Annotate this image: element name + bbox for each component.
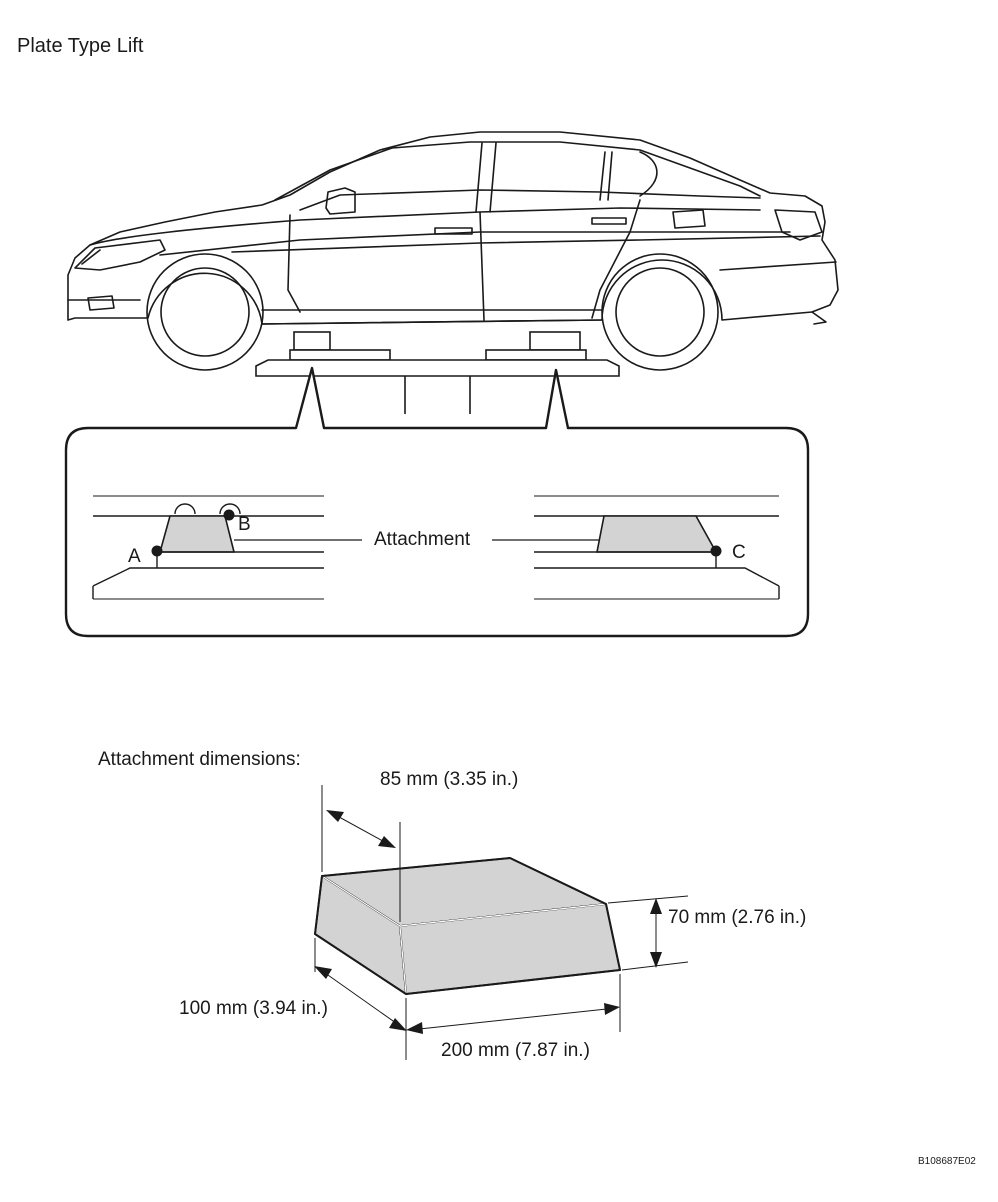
figure-code: B108687E02 [918,1156,976,1167]
left-detail [92,495,362,600]
right-detail [492,495,780,600]
dimension-depth-label: 100 mm (3.94 in.) [179,998,328,1019]
dimension-lines [314,785,689,1060]
attachment-block-left [158,515,236,553]
point-a-label: A [128,546,141,567]
sedan-icon [67,131,839,371]
attachment-dimensions-heading: Attachment dimensions: [98,749,301,770]
point-c-label: C [732,542,746,563]
lift-plate-icon [255,331,620,414]
dimension-width-label: 85 mm (3.35 in.) [380,769,519,790]
attachment-label: Attachment [374,529,471,550]
point-b-label: B [238,514,251,535]
page-title: Plate Type Lift [17,35,144,57]
dimension-height-label: 70 mm (2.76 in.) [668,907,807,928]
dimension-length-label: 200 mm (7.87 in.) [441,1040,590,1061]
attachment-block-icon [314,857,621,995]
attachment-block-right [596,515,718,553]
callout-box [64,366,810,638]
